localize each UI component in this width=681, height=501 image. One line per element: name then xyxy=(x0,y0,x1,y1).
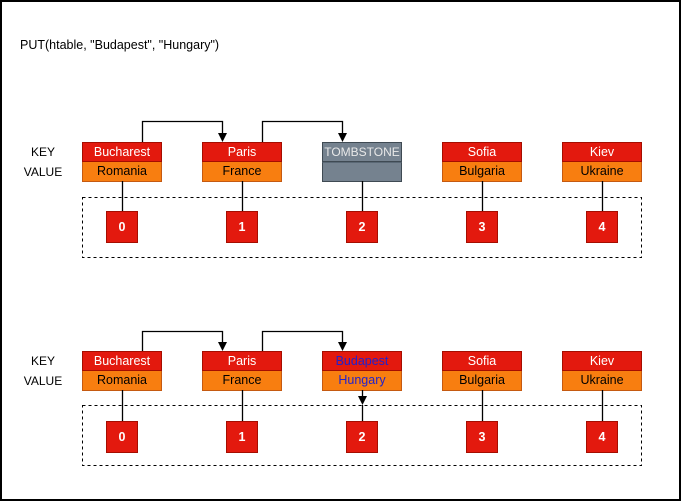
probe-arrow-paris-to-budapest xyxy=(261,330,344,351)
slot-value: Romania xyxy=(82,371,162,391)
slot-value xyxy=(322,162,402,182)
bucket-index-box: 2 xyxy=(346,211,378,243)
slot-key: TOMBSTONE xyxy=(322,142,402,162)
slot-value: Bulgaria xyxy=(442,371,522,391)
probe-arrow-bucharest-to-paris xyxy=(141,330,224,351)
operation-title: PUT(htable, "Budapest", "Hungary") xyxy=(20,38,220,52)
inserted-cell: Budapest Hungary xyxy=(322,351,402,391)
slot-cell: Paris France xyxy=(202,351,282,391)
tombstone-cell: TOMBSTONE xyxy=(322,142,402,182)
slot-cell: Bucharest Romania xyxy=(82,351,162,391)
slot-cell: Sofia Bulgaria xyxy=(442,351,522,391)
bucket-index-box: 3 xyxy=(466,211,498,243)
slot-cell: Kiev Ukraine xyxy=(562,142,642,182)
slot-key: Paris xyxy=(202,351,282,371)
key-row-label: KEY xyxy=(30,145,55,159)
bucket-index-box: 1 xyxy=(226,421,258,453)
key-row-label: KEY xyxy=(30,354,55,368)
slot-key: Kiev xyxy=(562,142,642,162)
bucket-index-box: 4 xyxy=(586,211,618,243)
slot-value: Ukraine xyxy=(562,371,642,391)
slot-cell: Kiev Ukraine xyxy=(562,351,642,391)
slot-key: Bucharest xyxy=(82,142,162,162)
bucket-index-box: 2 xyxy=(346,421,378,453)
arrowhead-icon xyxy=(218,342,227,351)
slot-value: France xyxy=(202,371,282,391)
probe-arrow-paris-to-tombstone xyxy=(261,120,344,142)
slot-value: Hungary xyxy=(322,371,402,391)
bucket-index-box: 3 xyxy=(466,421,498,453)
arrowhead-icon xyxy=(338,133,347,142)
slot-value: Bulgaria xyxy=(442,162,522,182)
arrowhead-icon xyxy=(358,396,367,405)
slot-key: Kiev xyxy=(562,351,642,371)
bucket-index-box: 1 xyxy=(226,211,258,243)
bucket-index-box: 0 xyxy=(106,211,138,243)
slot-key: Sofia xyxy=(442,142,522,162)
slot-key: Budapest xyxy=(322,351,402,371)
arrowhead-icon xyxy=(218,133,227,142)
slot-cell: Sofia Bulgaria xyxy=(442,142,522,182)
slot-cell: Bucharest Romania xyxy=(82,142,162,182)
slot-key: Sofia xyxy=(442,351,522,371)
bucket-index-box: 4 xyxy=(586,421,618,453)
bucket-index-box: 0 xyxy=(106,421,138,453)
slot-key: Bucharest xyxy=(82,351,162,371)
slot-value: France xyxy=(202,162,282,182)
value-row-label: VALUE xyxy=(23,374,63,388)
slot-cell: Paris France xyxy=(202,142,282,182)
slot-value: Ukraine xyxy=(562,162,642,182)
probe-arrow-bucharest-to-paris xyxy=(141,120,224,142)
arrowhead-icon xyxy=(338,342,347,351)
slot-value: Romania xyxy=(82,162,162,182)
slot-key: Paris xyxy=(202,142,282,162)
value-row-label: VALUE xyxy=(23,165,63,179)
